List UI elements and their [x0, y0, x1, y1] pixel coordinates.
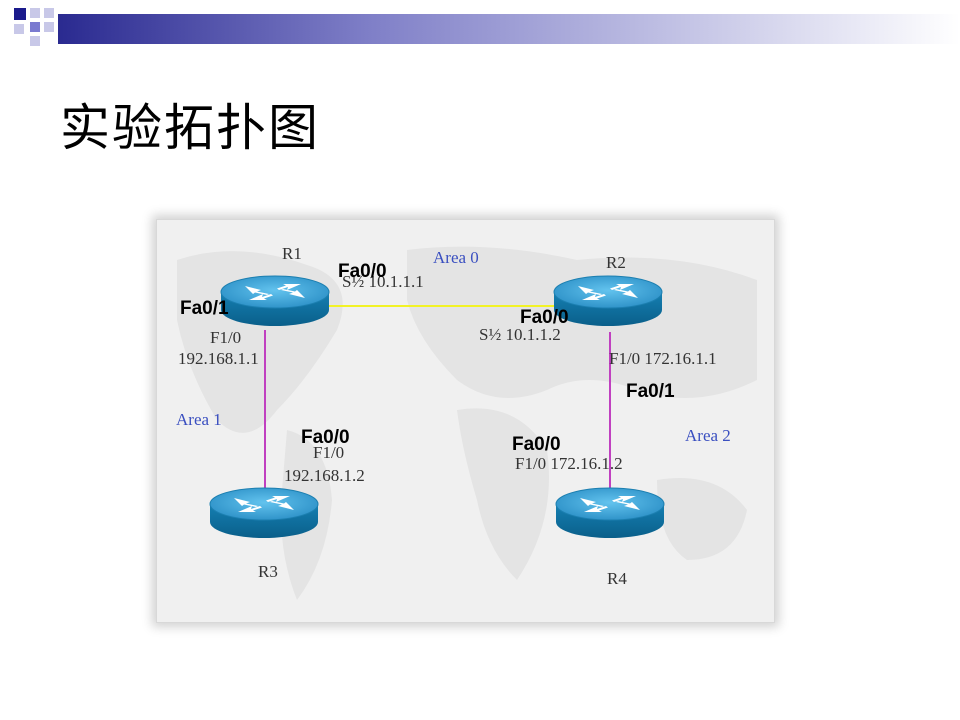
router-r4-icon[interactable] — [555, 487, 665, 539]
r2-serial-address: S½ 10.1.1.2 — [479, 325, 561, 344]
r2-f10-address: F1/0 172.16.1.1 — [609, 349, 717, 368]
area-2-label: Area 2 — [685, 426, 731, 445]
r1-fa00-annotation: Fa0/0 — [338, 261, 387, 282]
router-r1-icon[interactable] — [220, 275, 330, 327]
decor-square — [14, 24, 24, 34]
router-r2-icon[interactable] — [553, 275, 663, 327]
r3-fa00-annotation: Fa0/0 — [301, 427, 350, 448]
decor-square — [14, 8, 26, 20]
r2-fa01-annotation: Fa0/1 — [626, 381, 675, 402]
router-r3-label: R3 — [258, 562, 278, 581]
r3-f10-label: F1/0 — [313, 443, 344, 462]
page-title: 实验拓扑图 — [60, 99, 320, 157]
r1-fa01-annotation: Fa0/1 — [180, 298, 229, 319]
router-r2-label: R2 — [606, 253, 626, 272]
decor-square — [30, 22, 40, 32]
header-decoration — [0, 0, 960, 50]
r1-serial-address: S½ 10.1.1.1 — [342, 272, 424, 291]
decor-square — [44, 22, 54, 32]
router-r4-label: R4 — [607, 569, 627, 588]
decor-square — [30, 8, 40, 18]
r3-ip-address: 192.168.1.2 — [284, 466, 365, 485]
topology-diagram: R1 R2 R3 R4 Area 0 Area 1 Area 2 S½ 10.1… — [156, 219, 775, 623]
r4-fa00-annotation: Fa0/0 — [512, 434, 561, 455]
r2-fa00-annotation: Fa0/0 — [520, 307, 569, 328]
router-r1-label: R1 — [282, 244, 302, 263]
r4-f10-address: F1/0 172.16.1.2 — [515, 454, 623, 473]
topology-svg: R1 R2 R3 R4 Area 0 Area 1 Area 2 S½ 10.1… — [176, 244, 757, 600]
r1-ip-address: 192.168.1.1 — [178, 349, 259, 368]
header-gradient-bar — [14, 8, 960, 46]
area-1-label: Area 1 — [176, 410, 222, 429]
area-0-label: Area 0 — [433, 248, 479, 267]
decor-square — [44, 8, 54, 18]
decor-square — [30, 36, 40, 46]
router-r3-icon[interactable] — [209, 487, 319, 539]
r1-f10-label: F1/0 — [210, 328, 241, 347]
